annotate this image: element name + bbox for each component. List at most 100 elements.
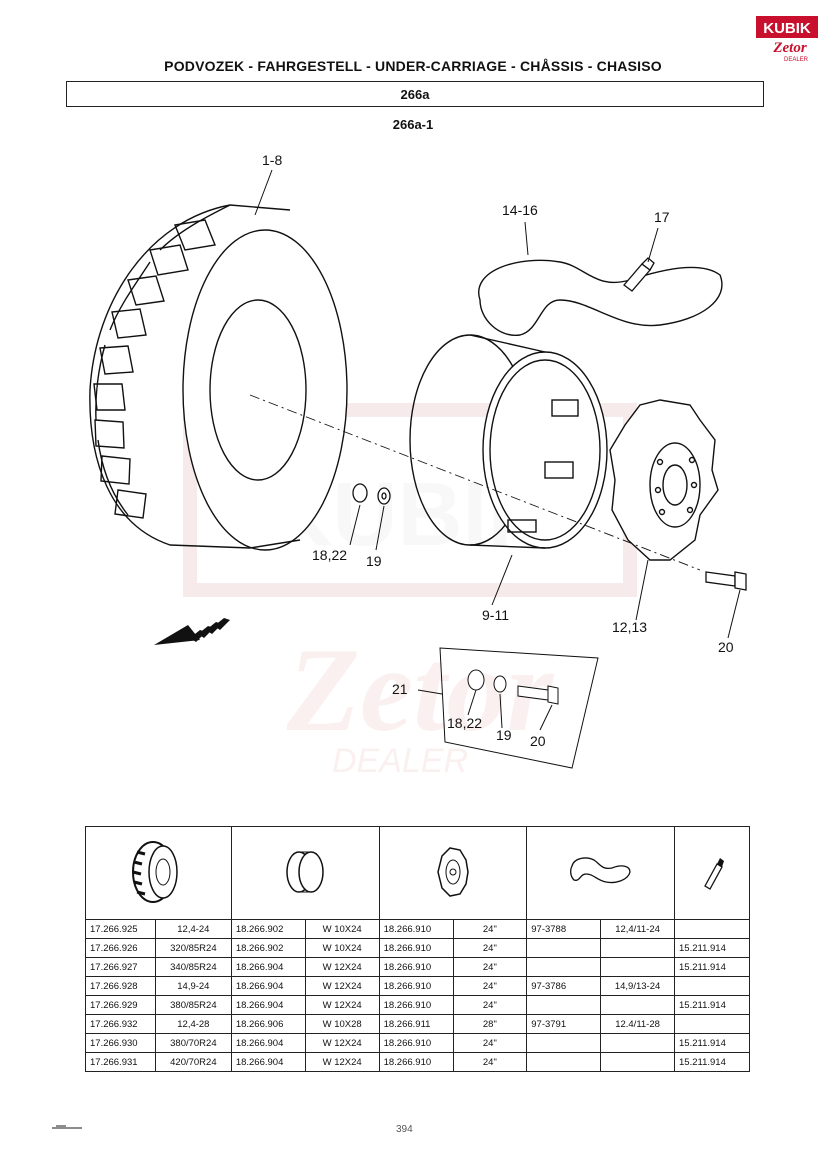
rim-icon [286, 850, 324, 893]
page-title: PODVOZEK - FAHRGESTELL - UNDER-CARRIAGE … [164, 58, 662, 74]
callout-tube: 14-16 [502, 202, 538, 218]
rim-size-cell: W 10X24 [304, 938, 380, 958]
disc-part-number-cell: 18.266.911 [378, 1014, 454, 1034]
tire-size-cell: 320/85R24 [154, 938, 232, 958]
tube-part-number-cell: 97-3791 [526, 1014, 602, 1034]
disc-diameter-cell: 24" [452, 938, 528, 958]
tire-size-cell: 380/70R24 [154, 1033, 232, 1053]
kit-inset [417, 647, 599, 769]
tire-size-cell: 420/70R24 [154, 1052, 232, 1072]
tube-size-cell: 12.4/11-28 [600, 1014, 676, 1034]
disc-part-number-cell: 18.266.910 [378, 938, 454, 958]
logo-sub-text: DEALER [784, 57, 809, 63]
tube-size-cell [600, 995, 676, 1015]
tube-part-number-cell [526, 1052, 602, 1072]
tube-size-cell [600, 1052, 676, 1072]
disc-diameter-cell: 24" [452, 919, 528, 939]
nut-washer-drawing [352, 483, 391, 505]
tire-size-cell: 340/85R24 [154, 957, 232, 977]
rim-size-cell: W 12X24 [304, 976, 380, 996]
tube-size-cell: 12,4/11-24 [600, 919, 676, 939]
tube-size-cell [600, 957, 676, 977]
disc-part-number-cell: 18.266.910 [378, 976, 454, 996]
rim-size-cell: W 10X28 [304, 1014, 380, 1034]
rim-part-number-cell: 18.266.904 [230, 1052, 306, 1072]
tube-part-number-cell [526, 938, 602, 958]
exploded-wheel-diagram: KUBIK Zetor DEALER [89, 152, 747, 780]
callout-bolt: 20 [718, 639, 734, 655]
section-number: 266a [66, 81, 764, 107]
disc-part-number-cell: 18.266.910 [378, 957, 454, 977]
subsection-number: 266a-1 [392, 117, 434, 132]
callout-washer: 19 [366, 553, 382, 569]
rim-size-cell: W 12X24 [304, 1033, 380, 1053]
disc-part-number-cell: 18.266.910 [378, 919, 454, 939]
disc-diameter-cell: 28" [452, 1014, 528, 1034]
rim-size-cell: W 12X24 [304, 995, 380, 1015]
tire-part-number-cell: 17.266.932 [85, 1014, 156, 1034]
tube-part-number-cell: 97-3786 [526, 976, 602, 996]
logo-bottom-text: Zetor [772, 40, 806, 56]
valve-drawing [623, 257, 655, 292]
rim-size-cell: W 10X24 [304, 919, 380, 939]
rim-part-number-cell: 18.266.902 [230, 919, 306, 939]
tube-part-number-cell [526, 957, 602, 977]
disc-diameter-cell: 24" [452, 1033, 528, 1053]
tube-size-cell [600, 1033, 676, 1053]
tube-part-number-cell [526, 995, 602, 1015]
valve-part-number-cell: 15.211.914 [674, 995, 750, 1015]
disc-diameter-cell: 24" [452, 976, 528, 996]
tire-column-header [85, 826, 232, 920]
callout-valve: 17 [654, 209, 670, 225]
tube-part-number-cell [526, 1033, 602, 1053]
footer-mark [52, 1124, 88, 1130]
callout-rim: 9-11 [482, 607, 509, 623]
tube-part-number-cell: 97-3788 [526, 919, 602, 939]
valve-column-header [674, 826, 750, 920]
tire-drawing [89, 204, 348, 551]
rim-column-header [230, 826, 380, 920]
rim-part-number-cell: 18.266.904 [230, 1033, 306, 1053]
tire-part-number-cell: 17.266.926 [85, 938, 156, 958]
valve-part-number-cell [674, 919, 750, 939]
logo-top-text: KUBIK [763, 20, 811, 37]
valve-part-number-cell: 15.211.914 [674, 938, 750, 958]
wheel-disc-drawing [609, 399, 719, 561]
rim-drawing [409, 334, 608, 549]
valve-part-number-cell: 15.211.914 [674, 1052, 750, 1072]
rim-part-number-cell: 18.266.902 [230, 938, 306, 958]
bolt-drawing [705, 571, 747, 591]
tire-size-cell: 380/85R24 [154, 995, 232, 1015]
tube-column-header [526, 826, 676, 920]
tire-size-cell: 14,9-24 [154, 976, 232, 996]
rim-size-cell: W 12X24 [304, 957, 380, 977]
tube-icon [569, 856, 631, 883]
rim-part-number-cell: 18.266.904 [230, 976, 306, 996]
callout-kit-bolt: 20 [530, 733, 546, 749]
kubik-zetor-logo: KUBIK Zetor DEALER [756, 16, 818, 64]
tire-size-cell: 12,4-28 [154, 1014, 232, 1034]
tube-size-cell [600, 938, 676, 958]
callout-kit-nut: 18,22 [447, 715, 482, 731]
direction-arrow [154, 618, 230, 645]
tire-icon [132, 840, 179, 903]
rim-part-number-cell: 18.266.906 [230, 1014, 306, 1034]
tire-part-number-cell: 17.266.931 [85, 1052, 156, 1072]
tire-size-cell: 12,4-24 [154, 919, 232, 939]
assembly-axis [249, 394, 701, 571]
disc-diameter-cell: 24" [452, 957, 528, 977]
tire-part-number-cell: 17.266.927 [85, 957, 156, 977]
disc-part-number-cell: 18.266.910 [378, 1052, 454, 1072]
page-number: 394 [396, 1124, 413, 1135]
rim-size-cell: W 12X24 [304, 1052, 380, 1072]
watermark-name: Zetor [286, 623, 555, 756]
valve-part-number-cell [674, 1014, 750, 1034]
rim-part-number-cell: 18.266.904 [230, 995, 306, 1015]
